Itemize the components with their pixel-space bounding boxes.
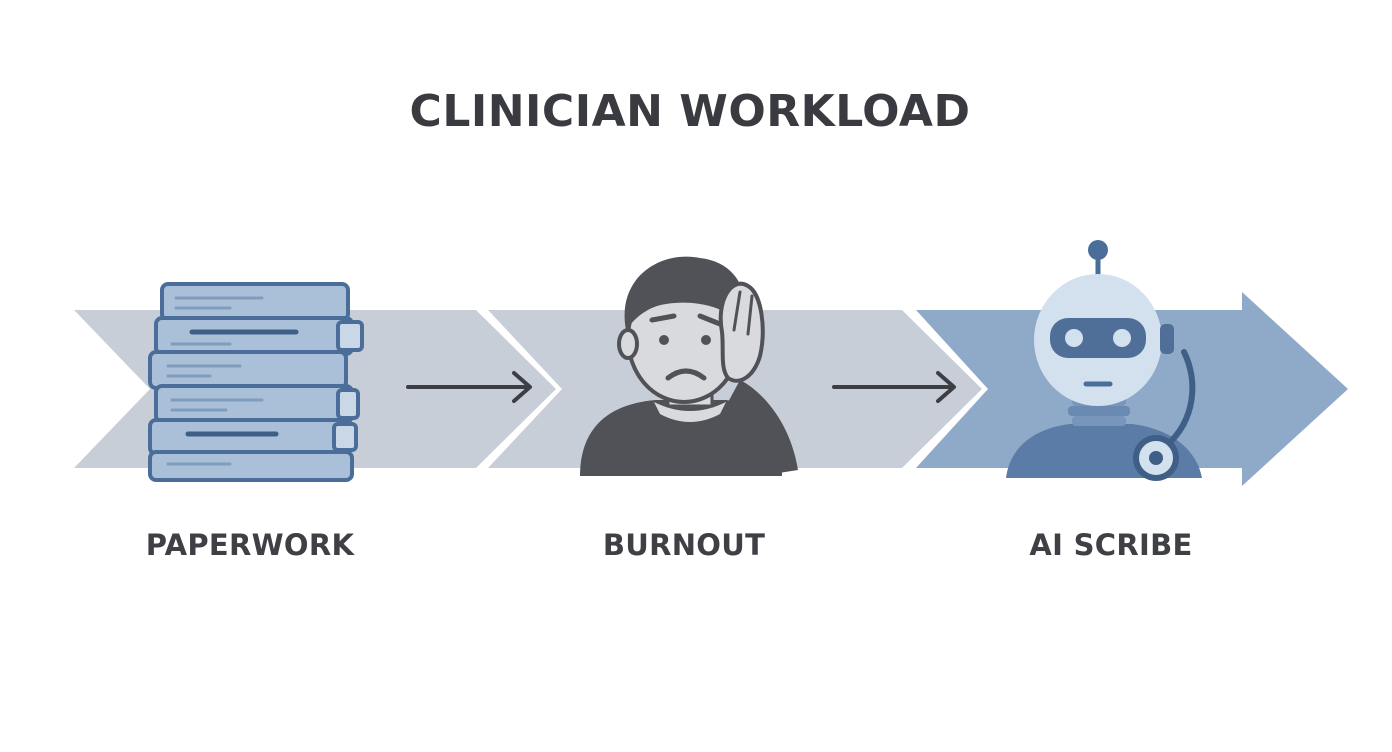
book-stack-icon: [148, 282, 364, 482]
stage-label-ai-scribe: AI SCRIBE: [1029, 528, 1192, 562]
arrow-right-icon: [832, 371, 956, 403]
arrow-right-icon: [406, 371, 532, 403]
stressed-person-icon: [580, 256, 798, 476]
stage-label-paperwork: PAPERWORK: [146, 528, 356, 562]
stage-label-burnout: BURNOUT: [603, 528, 765, 562]
diagram-title: CLINICIAN WORKLOAD: [410, 86, 971, 137]
robot-headset-icon: [1006, 240, 1202, 481]
